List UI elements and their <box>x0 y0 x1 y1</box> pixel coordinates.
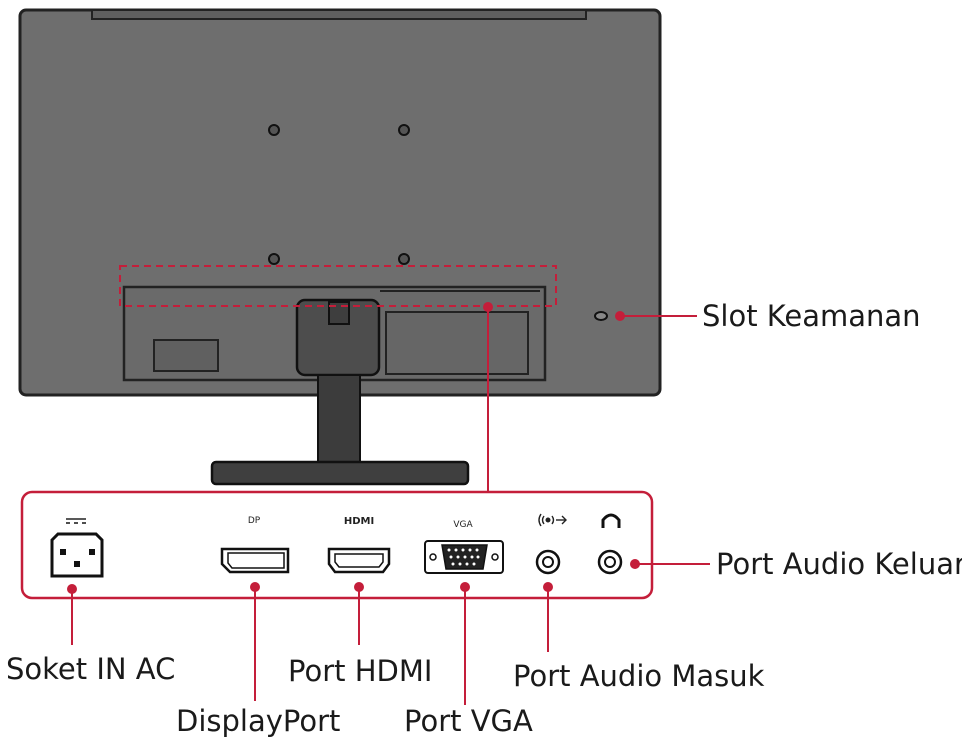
port-zoom-panel <box>20 490 654 600</box>
hdmi-port: HDMI <box>327 516 391 574</box>
monitor-top-ridge <box>91 9 587 20</box>
callout-hdmi: Port HDMI <box>288 654 432 688</box>
stand-base <box>210 460 470 486</box>
vesa-hole <box>268 253 280 265</box>
port-housing-label-block <box>153 339 219 372</box>
port-area-highlight <box>119 265 557 307</box>
security-slot <box>594 311 608 321</box>
monitor-back <box>18 8 662 486</box>
callout-audio-in: Port Audio Masuk <box>513 659 765 693</box>
ac-in-port <box>50 518 104 578</box>
audio-in-port <box>535 513 567 575</box>
headphones-icon <box>601 513 621 528</box>
callout-ac-in: Soket IN AC <box>6 652 175 686</box>
stand-neck <box>317 374 361 464</box>
hdmi-marking: HDMI <box>344 516 374 527</box>
zoom-leader <box>483 302 493 492</box>
vesa-mount-holes <box>268 124 410 265</box>
callout-vga: Port VGA <box>404 704 533 737</box>
port-housing-cover <box>385 311 529 375</box>
dp-marking: DP <box>248 516 261 526</box>
callout-audio-out: Port Audio Keluar <box>716 547 962 581</box>
vga-marking: VGA <box>453 520 473 530</box>
vga-port: VGA <box>424 520 504 574</box>
audio-in-icon <box>538 513 567 527</box>
stand-neck-clip <box>328 301 350 325</box>
vesa-hole <box>398 253 410 265</box>
vesa-hole <box>268 124 280 136</box>
callout-leaders <box>67 311 710 705</box>
dc-power-symbol-icon <box>66 518 86 524</box>
audio-out-port <box>597 513 623 575</box>
vesa-hole <box>398 124 410 136</box>
displayport-port: DP <box>220 516 290 574</box>
callout-security-slot: Slot Keamanan <box>702 299 921 333</box>
callout-displayport: DisplayPort <box>176 704 340 737</box>
